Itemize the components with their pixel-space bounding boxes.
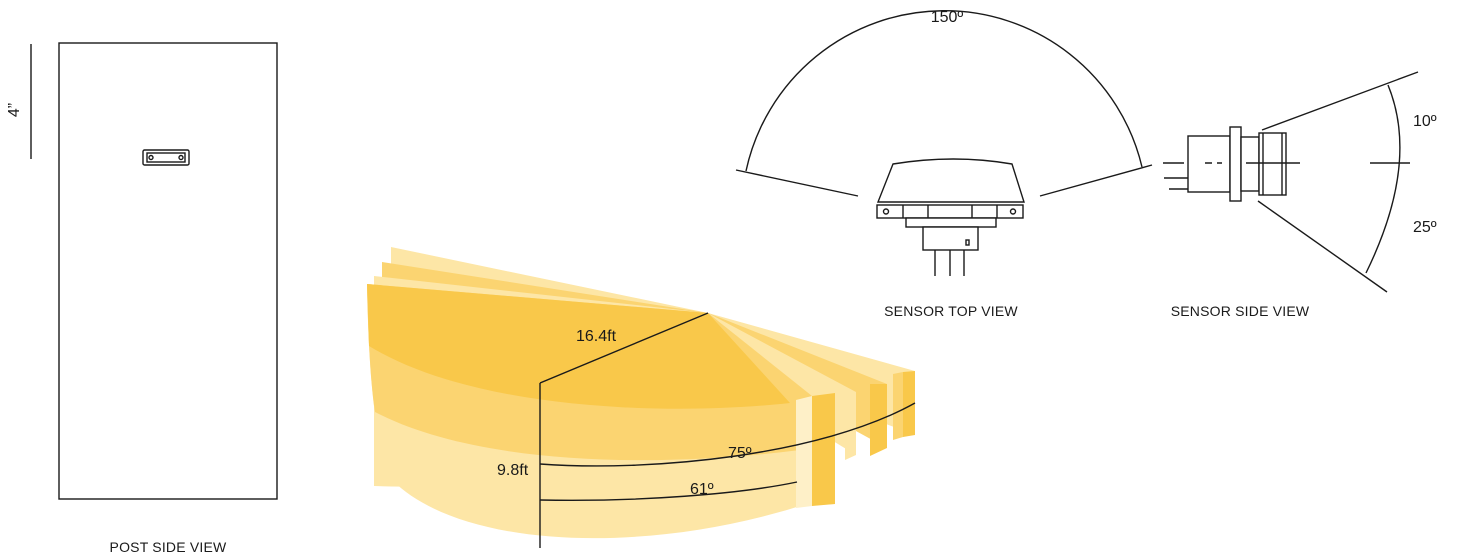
side-view-angle-arc — [1365, 84, 1401, 274]
post-height-label: 4” — [6, 103, 23, 117]
sensor-side-view: 10º 25º SENSOR SIDE VIEW — [1163, 71, 1437, 319]
side-view-lower-angle-label: 25º — [1413, 219, 1437, 236]
top-view-right-boundary — [1039, 164, 1153, 197]
sensor-top-view-caption: SENSOR TOP VIEW — [884, 303, 1018, 319]
post-side-view-caption: POST SIDE VIEW — [110, 539, 227, 554]
zone-inner-angle-label: 61º — [690, 481, 714, 498]
zone-height-label: 9.8ft — [497, 462, 529, 479]
top-view-angle-arc — [745, 10, 1143, 172]
zone-front-end-face — [812, 393, 835, 506]
sensor-top-view: 150º SENSOR TOP VIEW — [735, 9, 1153, 319]
post-sensor-icon — [142, 149, 190, 166]
top-view-left-boundary — [735, 169, 859, 197]
zone-inner-angle-arc — [539, 481, 798, 502]
side-view-sensor-body — [1164, 126, 1300, 202]
side-view-lower-boundary — [1257, 200, 1388, 293]
zone-outer-angle-label: 75º — [728, 445, 752, 462]
detection-zone: 16.4ft 9.8ft 75º 61º — [367, 247, 916, 548]
zone-slice-end-4 — [903, 371, 915, 437]
side-view-upper-angle-label: 10º — [1413, 113, 1437, 130]
zone-slice-end-3 — [893, 372, 903, 440]
zone-outer-angle-arc — [539, 402, 916, 467]
zone-range-line — [539, 312, 709, 384]
sensor-side-view-caption: SENSOR SIDE VIEW — [1171, 303, 1310, 319]
post-side-view: 4” POST SIDE VIEW — [6, 42, 278, 554]
zone-slice-end-1 — [845, 392, 856, 460]
zone-front-end-highlight — [796, 396, 812, 508]
top-view-sensor-body — [876, 158, 1025, 276]
side-view-upper-boundary — [1261, 71, 1419, 131]
zone-range-label: 16.4ft — [576, 328, 617, 345]
zone-top-face — [367, 284, 790, 409]
top-view-angle-label: 150º — [931, 9, 964, 26]
post-outline — [58, 42, 278, 500]
